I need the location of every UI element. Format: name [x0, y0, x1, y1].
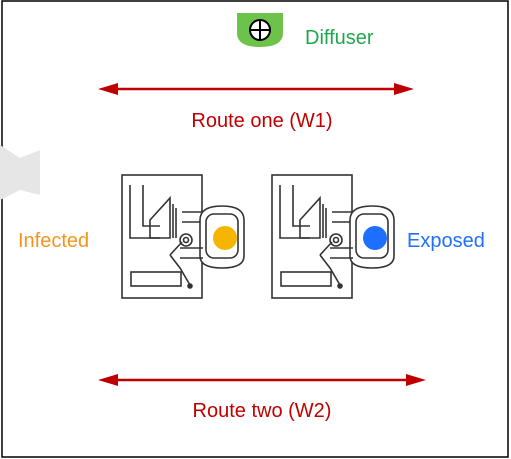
exposed-patient-dot — [363, 226, 387, 250]
door-shape — [0, 145, 40, 200]
route-one-arrow — [98, 83, 414, 95]
infected-label: Infected — [18, 230, 89, 252]
route-two-label: Route two (W2) — [193, 400, 332, 422]
diffuser: Diffuser — [237, 13, 374, 49]
diffuser-label: Diffuser — [305, 27, 374, 49]
route-one-label: Route one (W1) — [191, 110, 332, 132]
infected-bed — [121, 174, 245, 299]
route-two-arrow — [98, 374, 426, 386]
infected-patient-dot — [213, 226, 237, 250]
exposed-label: Exposed — [407, 230, 485, 252]
